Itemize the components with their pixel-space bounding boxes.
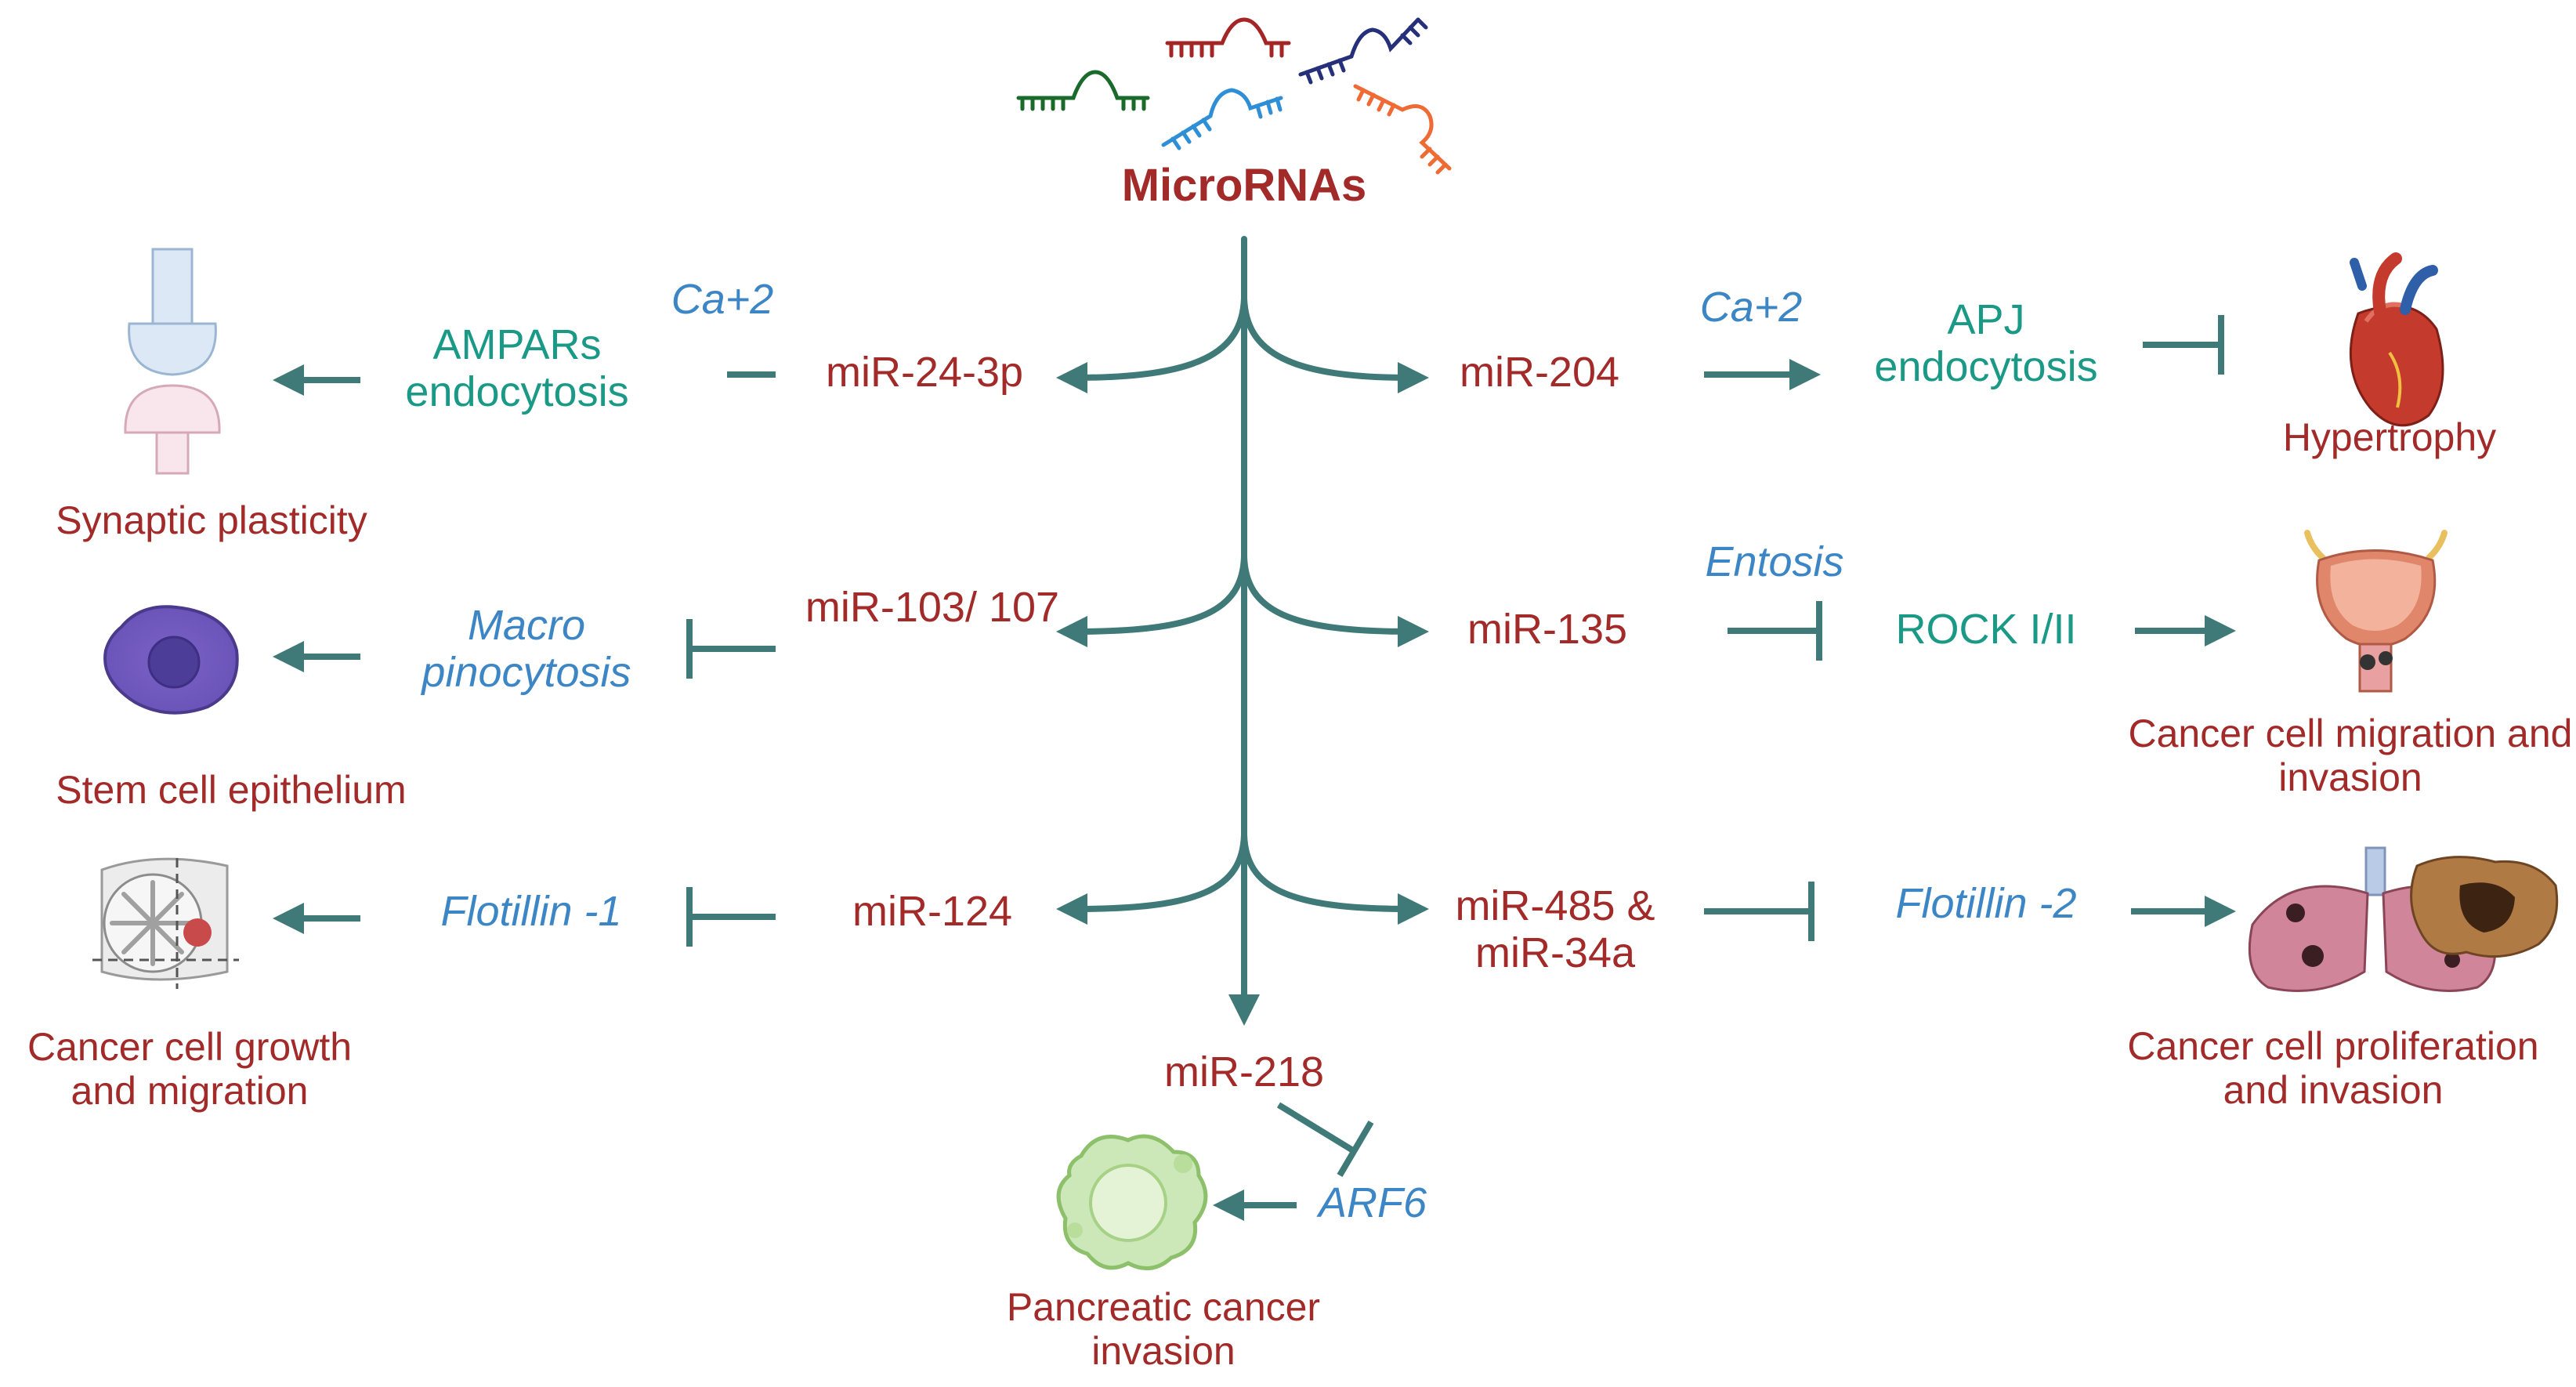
mediator-label-flotillin-2: Flotillin -2 bbox=[1895, 880, 2077, 927]
tumor-icon bbox=[2410, 856, 2559, 958]
mediator-label-arf6: ARF6 bbox=[1318, 1179, 1427, 1226]
outcome-label-synaptic-plasticity: Synaptic plasticity bbox=[56, 498, 367, 542]
mediator-label-rock: ROCK I/II bbox=[1895, 606, 2077, 653]
cancer-cell-icon bbox=[92, 857, 239, 989]
synapse-icon bbox=[124, 248, 221, 475]
rna-strand-orange-icon bbox=[1353, 84, 1452, 175]
right-connectors bbox=[1704, 315, 2236, 941]
mirna-label-mir-485-34a: miR-485 & miR-34a bbox=[1455, 882, 1655, 977]
rna-strand-green-icon bbox=[1016, 70, 1150, 111]
mediator-label-macropinocytosis: Macro pinocytosis bbox=[421, 602, 631, 697]
mirna-label-mir-24-3p: miR-24-3p bbox=[825, 349, 1024, 396]
mirna-label-mir-218: miR-218 bbox=[1163, 1048, 1325, 1095]
modifier-label-ca2-right: Ca+2 bbox=[1699, 284, 1803, 331]
branch-arrow-mir-485 bbox=[1241, 831, 1429, 925]
branch-arrow-mir-103-107 bbox=[1056, 553, 1247, 647]
mediator-label-ampars: AMPARs endocytosis bbox=[405, 321, 629, 416]
microrna-strands-icon bbox=[1016, 17, 1452, 175]
rna-strand-blue-icon bbox=[1161, 88, 1283, 150]
mir-218-inhibit-line bbox=[1276, 1102, 1358, 1155]
mirna-label-mir-204: miR-204 bbox=[1459, 349, 1620, 396]
branch-arrow-mir-135 bbox=[1241, 553, 1429, 647]
bottom-connectors bbox=[1213, 1102, 1374, 1221]
stem-cell-icon bbox=[103, 605, 239, 715]
modifier-label-ca2-left: Ca+2 bbox=[671, 276, 774, 323]
mediator-label-flotillin-1: Flotillin -1 bbox=[440, 888, 622, 935]
left-connectors bbox=[273, 364, 776, 947]
outcome-label-cancer-cell-migration: Cancer cell migration and invasion bbox=[2128, 712, 2573, 799]
branch-arrow-mir-124 bbox=[1056, 831, 1247, 925]
bladder-icon bbox=[2304, 530, 2448, 693]
outcome-label-pancreatic-cancer: Pancreatic cancer invasion bbox=[1006, 1285, 1321, 1373]
mir-218-inhibit-bar bbox=[1337, 1120, 1374, 1178]
rna-strand-navy-icon bbox=[1298, 17, 1428, 85]
diagram-title: MicroRNAs bbox=[1121, 160, 1367, 211]
heart-icon bbox=[2349, 252, 2444, 427]
mediator-label-apj-endocytosis: APJ endocytosis bbox=[1874, 296, 2098, 391]
pancreatic-cell-icon bbox=[1056, 1134, 1208, 1271]
main-axis bbox=[1056, 236, 1429, 1026]
mirna-label-mir-124: miR-124 bbox=[852, 888, 1013, 935]
modifier-label-entosis: Entosis bbox=[1705, 538, 1844, 585]
branch-arrow-mir-24-3p bbox=[1056, 295, 1247, 393]
mirna-label-mir-135: miR-135 bbox=[1467, 606, 1628, 653]
branch-arrow-mir-204 bbox=[1241, 295, 1429, 393]
mirna-label-mir-103-107: miR-103/ 107 bbox=[805, 584, 1060, 631]
outcome-label-stem-cell-epithelium: Stem cell epithelium bbox=[56, 768, 407, 812]
outcome-label-cancer-cell-proliferation: Cancer cell proliferation and invasion bbox=[2127, 1024, 2539, 1112]
outcome-label-hypertrophy: Hypertrophy bbox=[2282, 415, 2497, 459]
outcome-label-cancer-cell-growth: Cancer cell growth and migration bbox=[27, 1025, 353, 1113]
rna-strand-red-icon bbox=[1165, 17, 1291, 58]
